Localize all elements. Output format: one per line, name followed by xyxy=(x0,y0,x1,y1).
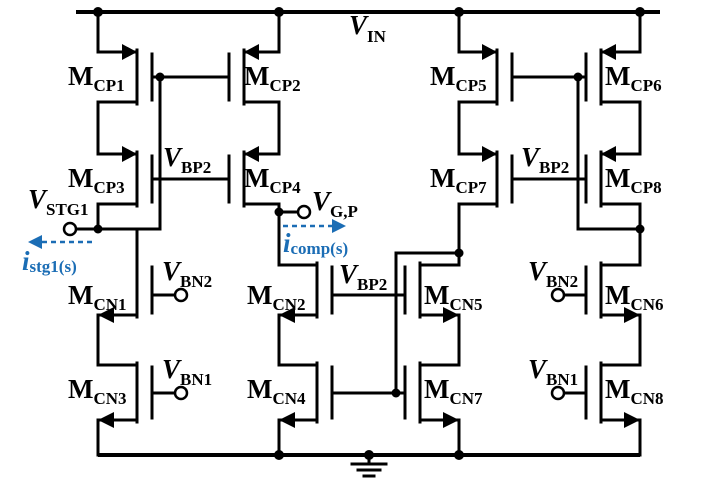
mcp6-label: MCP6 xyxy=(605,61,662,95)
arrow-icon xyxy=(98,412,114,428)
vbn1-pin-right xyxy=(550,385,566,401)
vbn2-pin-left xyxy=(173,287,189,303)
vbp2-label-center: VBP2 xyxy=(339,259,387,294)
mcn8-transistor xyxy=(562,361,640,428)
arrow-icon xyxy=(482,44,497,60)
mcp3-transistor xyxy=(122,146,162,208)
mcn6-transistor xyxy=(562,261,640,323)
vbn1-label-right: VBN1 xyxy=(528,354,578,389)
vbn1-label-left: VBN1 xyxy=(162,354,212,389)
arrow-icon xyxy=(122,44,137,60)
mcp7-label: MCP7 xyxy=(430,163,487,197)
junction-dot xyxy=(93,224,103,234)
arrow-icon xyxy=(443,412,459,428)
vbn2-pin-right xyxy=(550,287,566,303)
arrow-icon xyxy=(482,146,497,162)
arrow-icon xyxy=(98,307,114,323)
icomp-current-arrow xyxy=(283,219,346,233)
arrow-icon xyxy=(244,44,259,60)
arrow-icon xyxy=(601,44,616,60)
mcn3-label: MCN3 xyxy=(68,374,127,408)
arrow-icon xyxy=(279,307,295,323)
mcn5-transistor xyxy=(403,261,459,323)
arrow-icon xyxy=(624,307,640,323)
mcp5-label: MCP5 xyxy=(430,61,487,95)
mcp2-transistor xyxy=(219,44,259,106)
mcp1-label: MCP1 xyxy=(68,61,125,95)
junction-dot xyxy=(391,388,401,398)
vbp2-label-right: VBP2 xyxy=(521,142,569,177)
vin-label: VIN xyxy=(349,10,387,46)
ground-icon xyxy=(350,453,388,478)
arrow-icon xyxy=(443,307,459,323)
mcn4-label: MCN4 xyxy=(247,374,306,408)
mcn7-label: MCN7 xyxy=(424,374,483,408)
mcn2-label: MCN2 xyxy=(247,280,306,314)
mcp6-transistor xyxy=(576,44,616,106)
mcp1-transistor xyxy=(122,44,162,106)
mcn1-label: MCN1 xyxy=(68,280,127,314)
mcn3-transistor xyxy=(98,361,176,428)
mcp4-transistor xyxy=(219,146,259,208)
junction-dot xyxy=(635,224,645,234)
mcn5-label: MCN5 xyxy=(424,280,483,314)
mcn8-label: MCN8 xyxy=(605,374,664,408)
vstg1-label: VSTG1 xyxy=(28,184,89,219)
vbn2-label-left: VBN2 xyxy=(162,256,212,291)
mcn6-label: MCN6 xyxy=(605,280,664,314)
vstg1-pin xyxy=(62,221,78,237)
icomp-label: icomp(s) xyxy=(283,228,348,258)
vbn2-label-right: VBN2 xyxy=(528,256,578,291)
mcn7-transistor xyxy=(403,361,459,428)
mcp4-label: MCP4 xyxy=(244,163,301,197)
vbp2-label-left: VBP2 xyxy=(163,142,211,177)
arrow-icon xyxy=(122,146,137,162)
vgp-pin xyxy=(296,204,312,220)
mcn1-transistor xyxy=(98,261,176,323)
mcp5-transistor xyxy=(482,44,522,106)
vgp-label: VG,P xyxy=(312,186,358,221)
mcn2-transistor xyxy=(279,261,334,323)
vbn1-pin-left xyxy=(173,385,189,401)
mcp8-transistor xyxy=(576,146,616,208)
junction-dot xyxy=(274,207,284,217)
arrow-icon xyxy=(279,412,295,428)
arrow-icon xyxy=(601,146,616,162)
junction-dot xyxy=(454,248,464,258)
mcp2-label: MCP2 xyxy=(244,61,301,95)
mcp3-label: MCP3 xyxy=(68,163,125,197)
mcp8-label: MCP8 xyxy=(605,163,662,197)
istg1-label: istg1(s) xyxy=(22,246,77,276)
arrow-icon xyxy=(244,146,259,162)
arrow-icon xyxy=(624,412,640,428)
mcp7-transistor xyxy=(482,146,522,208)
istg1-current-arrow xyxy=(28,235,92,249)
